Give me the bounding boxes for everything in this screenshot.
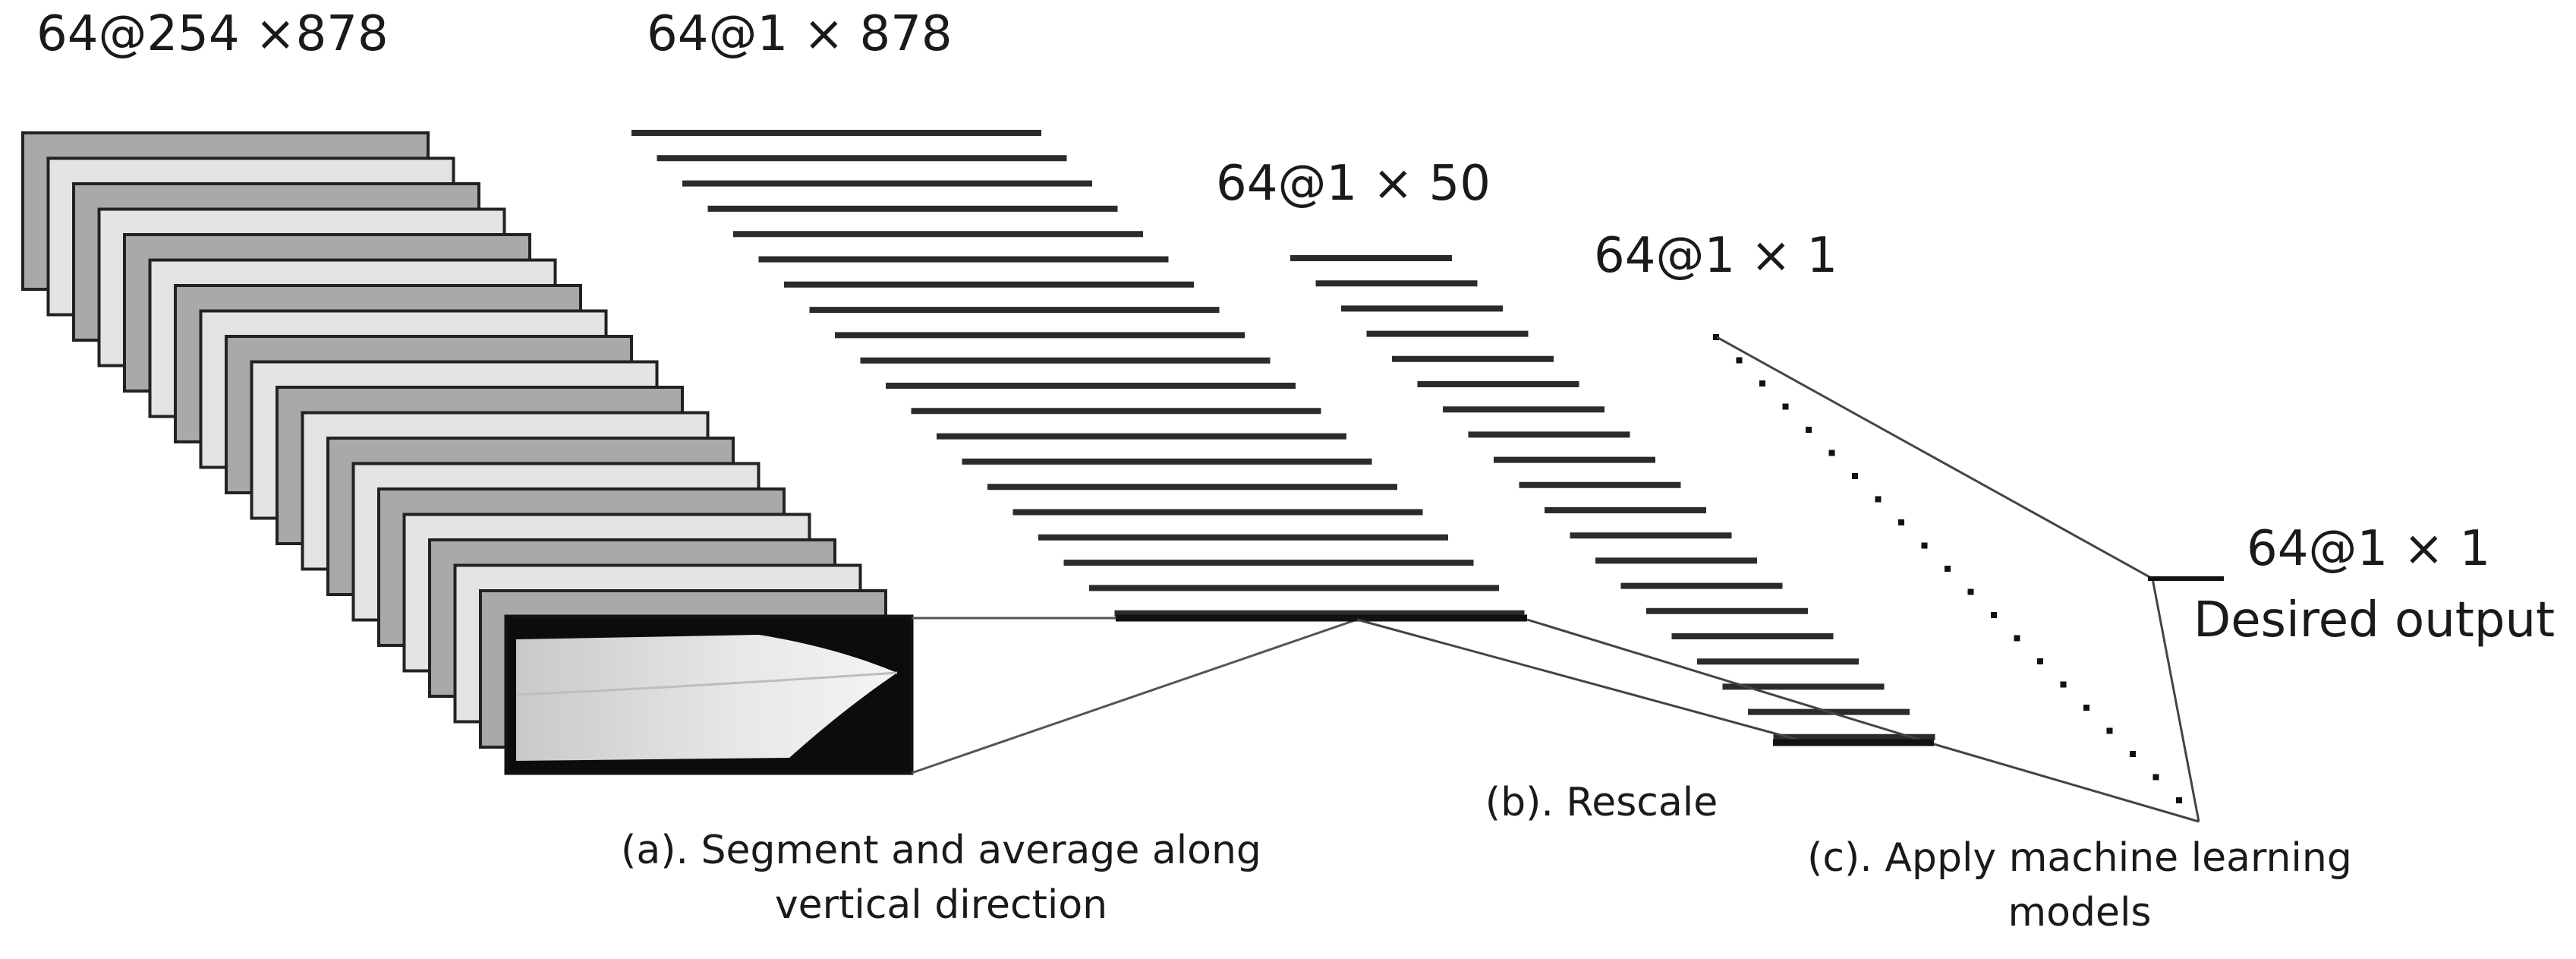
feature-dot bbox=[2106, 727, 2113, 734]
feature-dot bbox=[1828, 450, 1835, 456]
feature-dot bbox=[1921, 542, 1928, 549]
feature-dot bbox=[1806, 427, 1812, 433]
feature-dot bbox=[1898, 519, 1904, 525]
row-profile-stack bbox=[631, 130, 1525, 617]
output-shape-label: 64@1 × 1 bbox=[2247, 521, 2491, 577]
feature-dot bbox=[1945, 566, 1951, 572]
rescaled-shape-label: 64@1 × 50 bbox=[1216, 156, 1491, 212]
connector-rescale-a bbox=[1356, 618, 1815, 746]
leaf-image bbox=[504, 614, 914, 775]
feature-dot bbox=[1782, 403, 1789, 410]
connector-model-bottom bbox=[2151, 578, 2200, 822]
feature-dot bbox=[2152, 774, 2159, 781]
feature-dot-stack bbox=[1713, 334, 2182, 803]
feature-dot bbox=[1736, 357, 1743, 364]
feature-dot bbox=[1967, 588, 1974, 595]
feature-dot bbox=[1852, 473, 1858, 479]
feature-dot bbox=[2130, 751, 2136, 757]
feature-dot bbox=[2037, 658, 2043, 664]
feature-dot bbox=[1991, 612, 1997, 618]
caption-a-line1: (a). Segment and average along bbox=[621, 828, 1261, 873]
caption-c: (c). Apply machine learning models bbox=[1768, 831, 2391, 941]
caption-a-line2: vertical direction bbox=[774, 882, 1108, 928]
feature-dot bbox=[1875, 496, 1882, 503]
caption-a: (a). Segment and average along vertical … bbox=[607, 824, 1275, 933]
output-name-label: Desired output bbox=[2193, 592, 2556, 648]
profile-shape-label: 64@1 × 878 bbox=[647, 6, 953, 62]
feature-shape-label: 64@1 × 1 bbox=[1594, 228, 1838, 284]
connector-lines bbox=[911, 336, 2224, 823]
feature-dot bbox=[1713, 334, 1719, 340]
caption-b: (b). Rescale bbox=[1427, 776, 1776, 831]
connector-image-bottom bbox=[911, 618, 1358, 774]
connector-rescale-to-model bbox=[1933, 743, 2200, 823]
caption-b-text: (b). Rescale bbox=[1485, 780, 1718, 825]
feature-dot bbox=[2176, 797, 2182, 803]
input-shape-label: 64@254 ×878 bbox=[36, 6, 389, 62]
connector-rescale-b bbox=[1526, 618, 1935, 746]
feature-dot bbox=[2083, 705, 2089, 711]
feature-dot bbox=[1759, 380, 1765, 386]
caption-c-line2: models bbox=[2008, 889, 2152, 935]
feature-dot bbox=[2060, 681, 2067, 688]
feature-dot bbox=[2014, 635, 2020, 642]
rescaled-profile-stack bbox=[1290, 255, 1935, 740]
connector-model-top bbox=[1716, 336, 2153, 580]
caption-c-line1: (c). Apply machine learning bbox=[1807, 835, 2352, 881]
